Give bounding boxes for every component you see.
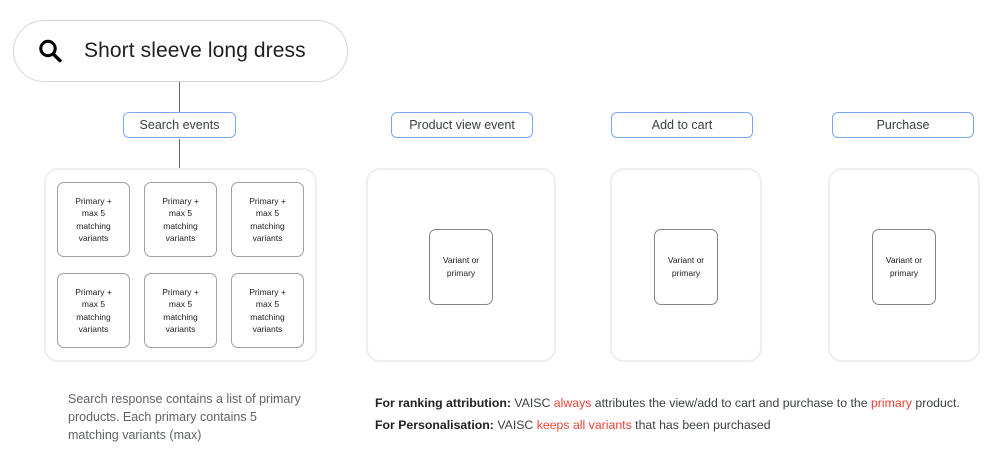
variant-card[interactable]: Variant or primary (654, 229, 718, 305)
note-ranking-attribution: For ranking attribution: VAISC always at… (375, 393, 990, 415)
connector-label-to-panel (179, 139, 180, 169)
stage-label-product-view-event[interactable]: Product view event (391, 112, 533, 138)
card-line-2: max 5 (168, 208, 193, 219)
search-icon (36, 37, 64, 65)
product-card[interactable]: Primary + max 5 matching variants (231, 182, 304, 257)
card-line-3: matching (250, 220, 285, 231)
variant-card[interactable]: Variant or primary (429, 229, 493, 305)
note-label: For Personalisation: (375, 417, 494, 432)
card-line-4: variants (78, 232, 109, 243)
card-line-4: variants (252, 323, 283, 334)
attribution-notes: For ranking attribution: VAISC always at… (375, 393, 990, 437)
stage-label-purchase[interactable]: Purchase (832, 112, 974, 138)
card-line-1: Primary + (249, 287, 286, 298)
card-line-2: max 5 (255, 208, 280, 219)
variant-card[interactable]: Variant or primary (872, 229, 936, 305)
card-line-2: or (696, 254, 705, 265)
caption-search-response: Search response contains a list of prima… (68, 392, 301, 442)
stage-label-text: Search events (139, 118, 220, 132)
card-line-3: matching (76, 220, 111, 231)
product-card[interactable]: Primary + max 5 matching variants (57, 273, 130, 348)
search-box[interactable]: Short sleeve long dress (13, 20, 348, 82)
note-highlight: keeps all variants (536, 417, 632, 432)
card-line-4: variants (165, 232, 196, 243)
product-card[interactable]: Primary + max 5 matching variants (57, 182, 130, 257)
card-line-2: or (471, 254, 480, 265)
note-part: VAISC (493, 417, 537, 432)
card-line-1: Primary + (75, 287, 112, 298)
card-line-4: variants (252, 232, 283, 243)
card-line-3: primary (671, 268, 701, 278)
note-part: VAISC (510, 396, 554, 410)
note-part: that has been purchased (631, 417, 771, 432)
card-line-1: Primary + (162, 196, 199, 207)
stage-label-text: Add to cart (651, 118, 713, 132)
card-line-3: primary (889, 268, 919, 278)
card-line-3: matching (163, 220, 198, 231)
card-line-3: matching (250, 311, 285, 322)
note-highlight: always (553, 396, 592, 410)
stage-label-add-to-cart[interactable]: Add to cart (611, 112, 753, 138)
panel-add-to-cart: Variant or primary (610, 168, 762, 362)
stage-label-search-events[interactable]: Search events (123, 112, 236, 138)
note-part: attributes the view/add to cart and purc… (591, 396, 871, 410)
search-query-text: Short sleeve long dress (84, 39, 306, 62)
note-part: product. (911, 396, 960, 410)
card-line-4: variants (165, 323, 196, 334)
connector-search-to-label (179, 82, 180, 113)
card-line-3: matching (163, 311, 198, 322)
card-line-3: primary (446, 268, 476, 278)
stage-label-text: Purchase (876, 118, 930, 132)
card-line-2: max 5 (81, 299, 106, 310)
card-line-1: Variant (667, 254, 695, 265)
note-personalisation: For Personalisation: VAISC keeps all var… (375, 415, 990, 437)
note-highlight: primary (870, 396, 912, 410)
card-line-2: or (914, 254, 923, 265)
card-line-1: Primary + (162, 287, 199, 298)
card-line-4: variants (78, 323, 109, 334)
card-line-2: max 5 (81, 208, 106, 219)
note-label: For ranking attribution: (375, 396, 511, 410)
card-line-2: max 5 (255, 299, 280, 310)
panel-product-view: Variant or primary (366, 168, 556, 362)
product-card-grid: Primary + max 5 matching variants Primar… (57, 182, 304, 348)
card-line-2: max 5 (168, 299, 193, 310)
product-card[interactable]: Primary + max 5 matching variants (231, 273, 304, 348)
card-line-1: Primary + (75, 196, 112, 207)
card-line-1: Primary + (249, 196, 286, 207)
product-card[interactable]: Primary + max 5 matching variants (144, 182, 217, 257)
product-card[interactable]: Primary + max 5 matching variants (144, 273, 217, 348)
card-line-3: matching (76, 311, 111, 322)
card-line-1: Variant (885, 254, 913, 265)
panel-search-results: Primary + max 5 matching variants Primar… (44, 168, 317, 362)
panel-purchase: Variant or primary (828, 168, 980, 362)
card-line-1: Variant (442, 254, 470, 265)
stage-label-text: Product view event (409, 118, 515, 132)
